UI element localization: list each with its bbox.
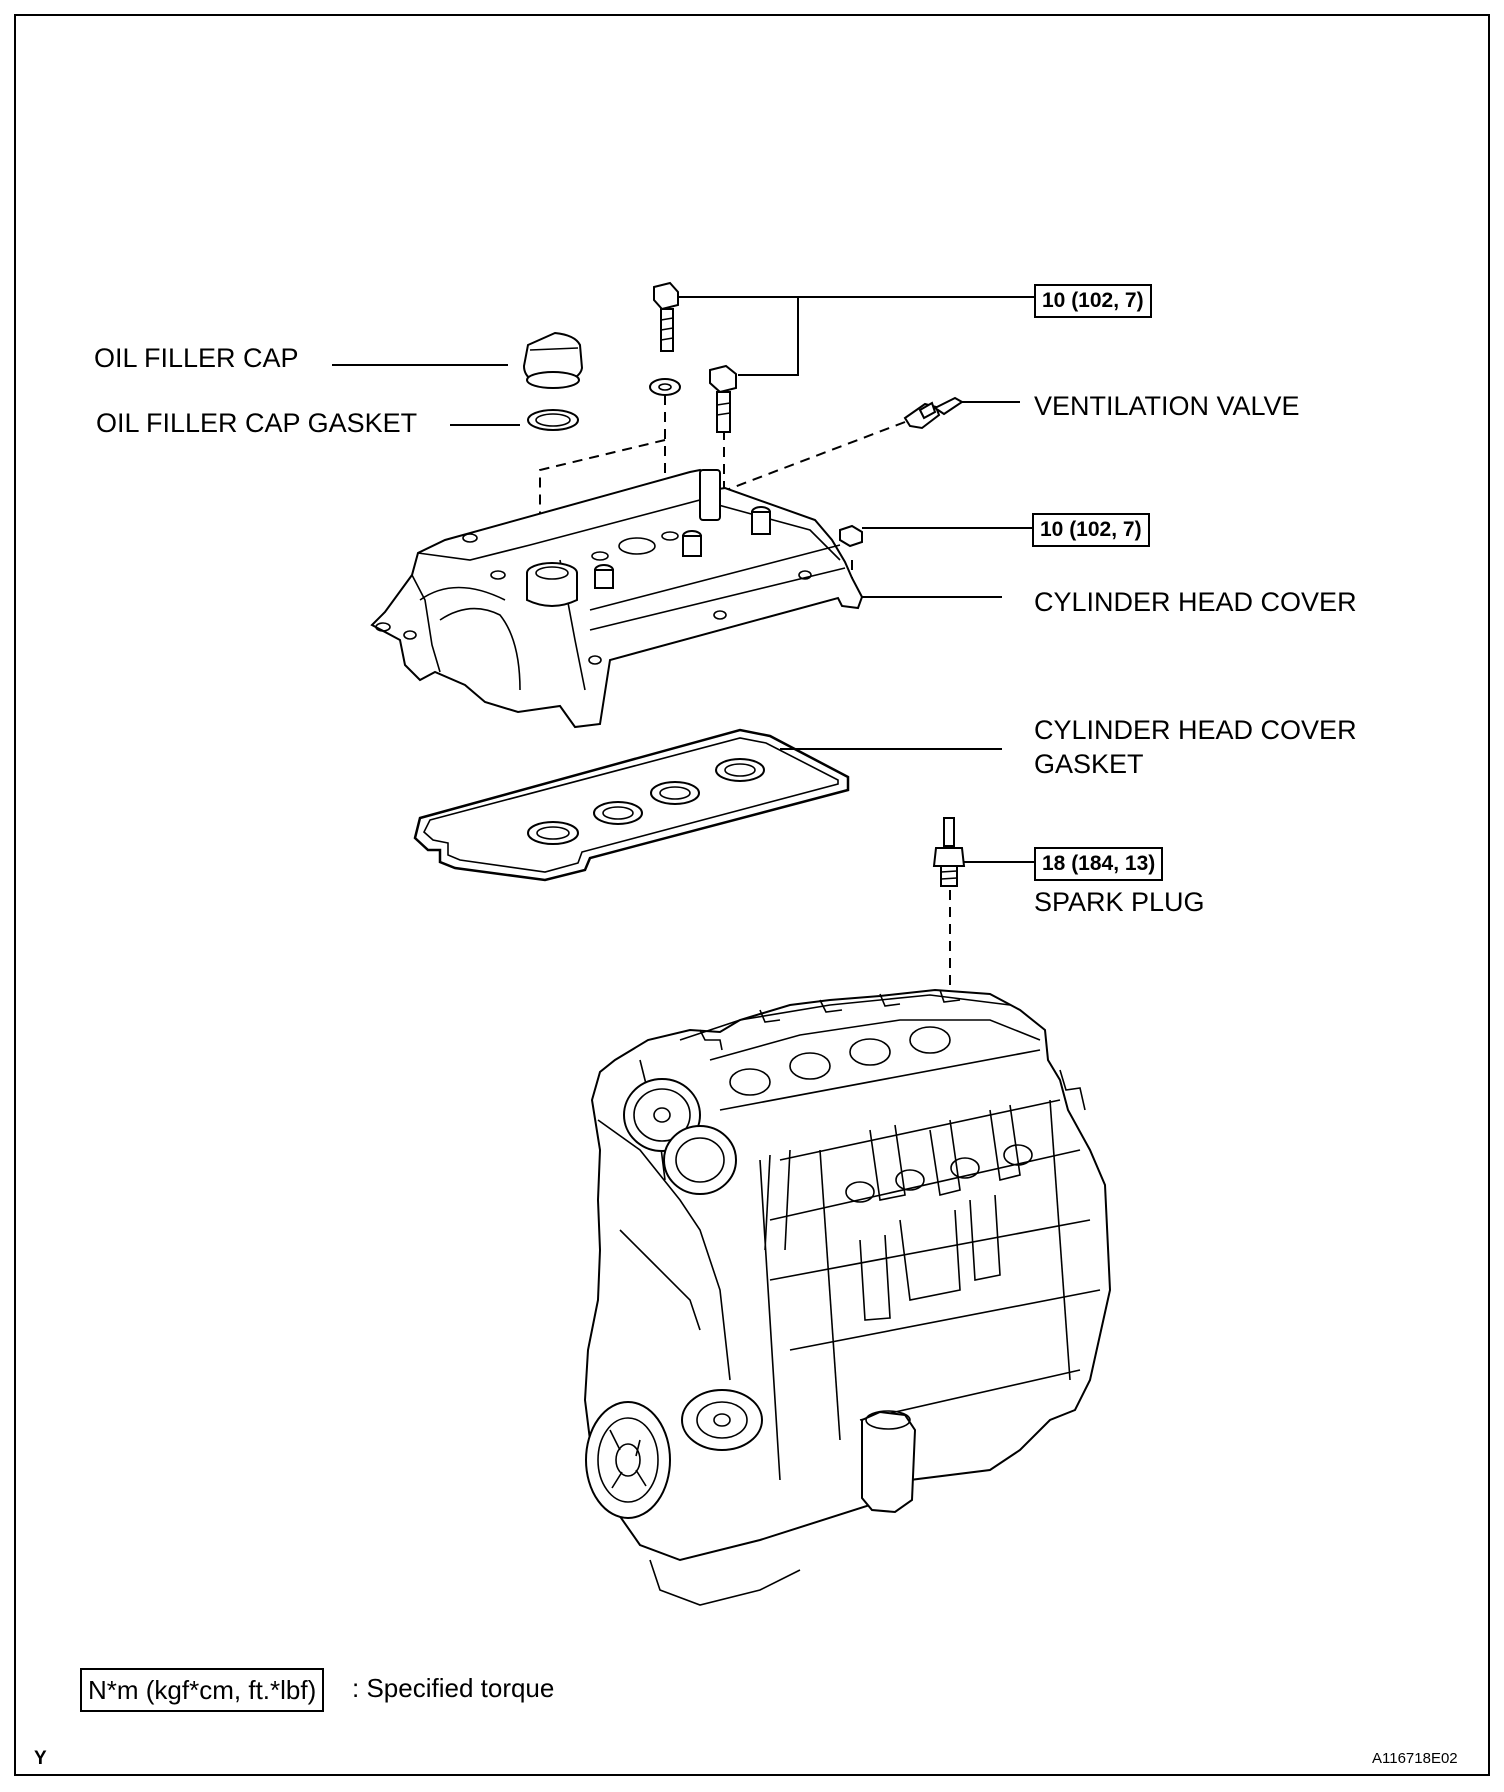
label-cylinder-head-cover: CYLINDER HEAD COVER xyxy=(1034,587,1357,617)
label-ventilation-valve: VENTILATION VALVE xyxy=(1034,391,1300,421)
cover-washer-part xyxy=(649,378,681,396)
engine-block-part xyxy=(583,988,1112,1606)
oil-filler-cap-part xyxy=(522,331,584,389)
torque-box-cover-bolts: 10 (102, 7) xyxy=(1034,284,1152,318)
label-spark-plug: SPARK PLUG xyxy=(1034,887,1205,917)
label-cylinder-head-cover-gasket-line2: GASKET xyxy=(1034,749,1144,779)
diagram-frame xyxy=(14,14,1490,1776)
oil-filler-cap-gasket-part xyxy=(527,409,579,431)
figure-code: A116718E02 xyxy=(1372,1750,1458,1767)
legend-unit-box: N*m (kgf*cm, ft.*lbf) xyxy=(80,1668,325,1712)
leader-lines xyxy=(332,296,1036,863)
legend-description: : Specified torque xyxy=(352,1673,555,1703)
spark-plug-part xyxy=(932,817,966,887)
label-cylinder-head-cover-gasket-line1: CYLINDER HEAD COVER xyxy=(1034,715,1357,745)
ventilation-valve-part xyxy=(903,396,964,430)
cylinder-head-cover-gasket-part xyxy=(413,728,850,882)
leader-cover-bolt-2 xyxy=(738,297,799,376)
cylinder-head-cover-part xyxy=(370,468,864,729)
cover-bolt-2-part xyxy=(709,364,737,433)
corner-mark-left: Y xyxy=(34,1748,47,1769)
label-oil-filler-cap: OIL FILLER CAP xyxy=(94,343,299,373)
torque-box-cover-nut: 10 (102, 7) xyxy=(1032,513,1150,547)
cover-bolt-1-part xyxy=(653,281,679,352)
torque-box-spark-plug: 18 (184, 13) xyxy=(1034,847,1164,881)
label-oil-filler-cap-gasket: OIL FILLER CAP GASKET xyxy=(96,408,418,438)
